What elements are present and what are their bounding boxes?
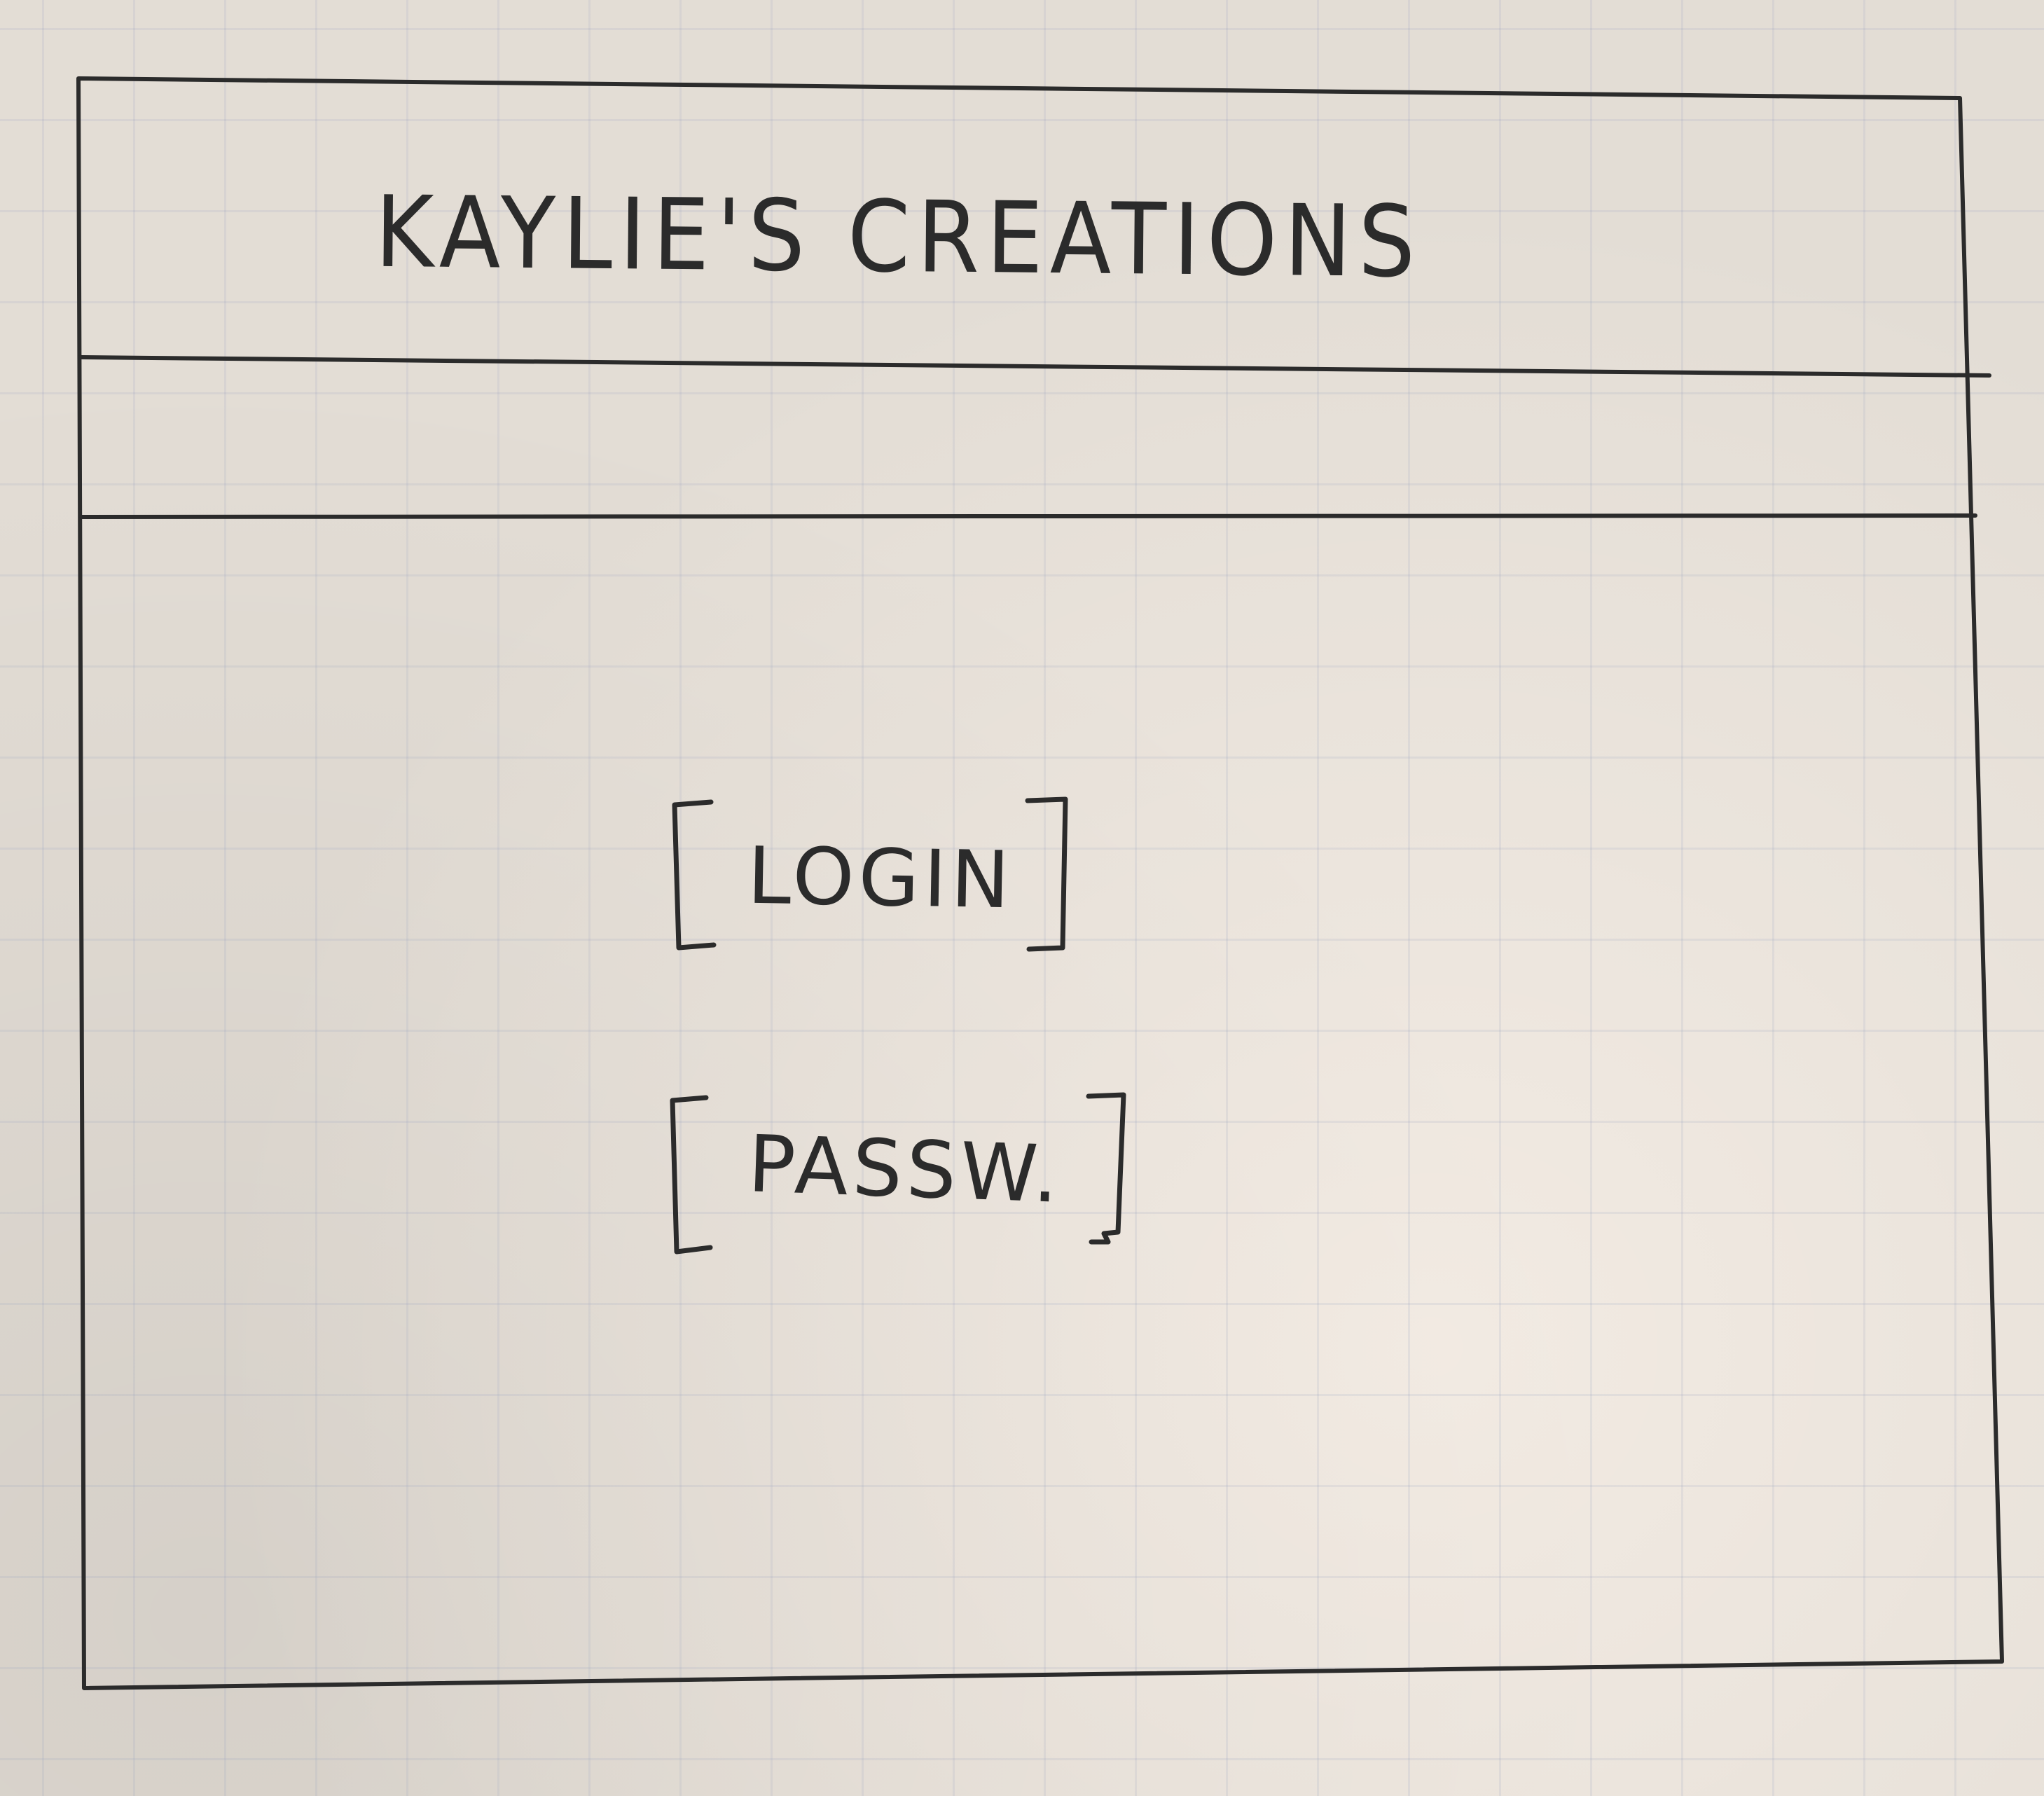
nav-divider (79, 513, 1977, 519)
login-placeholder: LOGIN (746, 830, 1015, 927)
left-bracket-icon (672, 799, 717, 951)
right-bracket-icon (1025, 796, 1068, 952)
login-input[interactable]: LOGIN (669, 795, 1075, 956)
right-bracket-icon (1086, 1092, 1126, 1245)
password-input[interactable]: PASSW. (665, 1089, 1135, 1257)
nav-bar (84, 361, 1975, 513)
header-divider (78, 355, 1991, 378)
password-placeholder: PASSW. (746, 1119, 1064, 1221)
site-title: KAYLIE'S CREATIONS (374, 175, 1423, 301)
page-border (76, 76, 2004, 1690)
left-bracket-icon (670, 1095, 713, 1255)
